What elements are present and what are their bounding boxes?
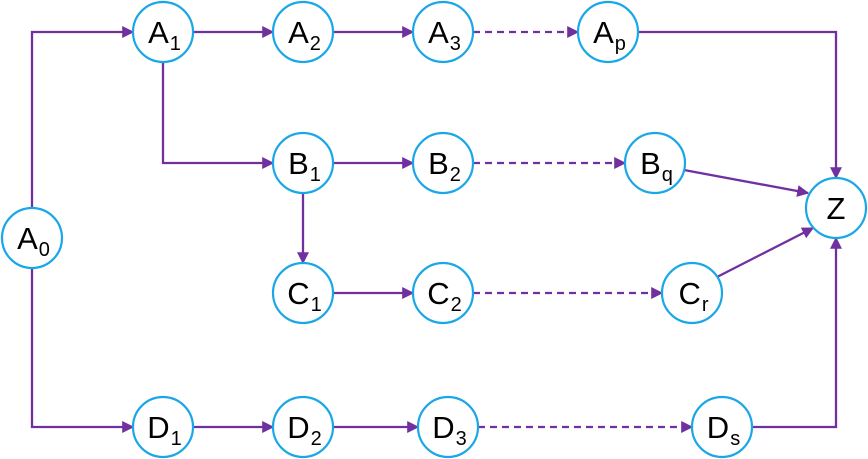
node-label: D3 xyxy=(432,410,467,450)
node-label-base: A xyxy=(288,15,309,50)
node-circle xyxy=(411,131,475,195)
edge-a0-to-a1 xyxy=(30,26,135,208)
edge-ds-to-z xyxy=(752,236,842,429)
node-label-subscript: s xyxy=(730,428,740,450)
node-ds: Ds xyxy=(690,395,754,459)
node-label-subscript: 2 xyxy=(311,428,322,450)
node-label-base: D xyxy=(432,410,454,445)
edge-a0-to-d1 xyxy=(30,268,135,433)
node-circle xyxy=(271,395,335,459)
node-d1: D1 xyxy=(131,395,195,459)
node-label: Ap xyxy=(593,15,626,55)
node-b2: B2 xyxy=(411,131,475,195)
node-d2: D2 xyxy=(271,395,335,459)
node-circle xyxy=(660,261,724,325)
node-label: Bq xyxy=(640,146,673,186)
node-label-base: A xyxy=(148,15,169,50)
node-c2: C2 xyxy=(411,261,475,325)
node-label: A2 xyxy=(288,15,321,55)
node-label-base: D xyxy=(707,410,729,445)
node-circle xyxy=(131,395,195,459)
node-circle xyxy=(411,261,475,325)
node-circle xyxy=(623,131,687,195)
node-circle xyxy=(416,395,480,459)
node-label: A3 xyxy=(428,15,461,55)
node-ap: Ap xyxy=(576,0,640,64)
node-label-base: D xyxy=(287,410,309,445)
node-label: B1 xyxy=(288,146,321,186)
node-label-base: A xyxy=(428,15,449,50)
node-circle xyxy=(0,206,64,270)
node-circle xyxy=(131,0,195,64)
edge-ap-to-z xyxy=(638,30,842,180)
node-circle xyxy=(690,395,754,459)
node-d3: D3 xyxy=(416,395,480,459)
node-label-base: A xyxy=(593,15,614,50)
node-c1: C1 xyxy=(271,261,335,325)
node-label-base: C xyxy=(678,276,700,311)
node-label-base: A xyxy=(17,221,38,256)
node-label: C1 xyxy=(287,276,322,316)
node-label: Z xyxy=(827,191,846,226)
node-bq: Bq xyxy=(623,131,687,195)
node-label-base: D xyxy=(147,410,169,445)
node-label: A1 xyxy=(148,15,181,55)
node-label-subscript: 1 xyxy=(170,33,181,55)
node-label: B2 xyxy=(428,146,461,186)
edge-cr-to-z xyxy=(716,226,815,279)
node-b1: B1 xyxy=(271,131,335,195)
node-label: Ds xyxy=(707,410,740,450)
node-label: A0 xyxy=(17,221,50,261)
node-label-subscript: 1 xyxy=(311,294,322,316)
node-circle xyxy=(271,0,335,64)
node-label-subscript: 2 xyxy=(451,294,462,316)
node-z: Z xyxy=(804,176,868,240)
node-label-subscript: 3 xyxy=(450,33,461,55)
node-a0: A0 xyxy=(0,206,64,270)
node-circle xyxy=(271,131,335,195)
node-label-subscript: q xyxy=(662,164,673,186)
node-label-base: C xyxy=(287,276,309,311)
node-circle xyxy=(804,176,868,240)
node-a3: A3 xyxy=(411,0,475,64)
node-label-subscript: 2 xyxy=(310,33,321,55)
edges-layer xyxy=(30,26,842,433)
node-label: D2 xyxy=(287,410,322,450)
node-cr: Cr xyxy=(660,261,724,325)
node-a1: A1 xyxy=(131,0,195,64)
node-label: Cr xyxy=(678,276,708,316)
node-label-base: B xyxy=(428,146,449,181)
node-label: D1 xyxy=(147,410,182,450)
node-circle xyxy=(271,261,335,325)
node-label-subscript: 3 xyxy=(456,428,467,450)
node-a2: A2 xyxy=(271,0,335,64)
node-label-subscript: r xyxy=(702,294,709,316)
node-label-base: Z xyxy=(827,191,846,226)
node-circle xyxy=(411,0,475,64)
node-label-base: C xyxy=(427,276,449,311)
node-label-base: B xyxy=(640,146,661,181)
node-label-subscript: 2 xyxy=(450,164,461,186)
edge-bq-to-z xyxy=(683,168,810,197)
node-label: C2 xyxy=(427,276,462,316)
node-label-base: B xyxy=(288,146,309,181)
node-circle xyxy=(576,0,640,64)
node-label-subscript: 0 xyxy=(39,239,50,261)
node-label-subscript: 1 xyxy=(171,428,182,450)
node-label-subscript: 1 xyxy=(310,164,321,186)
edge-a1-to-b1 xyxy=(161,62,275,169)
node-label-subscript: p xyxy=(615,33,626,55)
